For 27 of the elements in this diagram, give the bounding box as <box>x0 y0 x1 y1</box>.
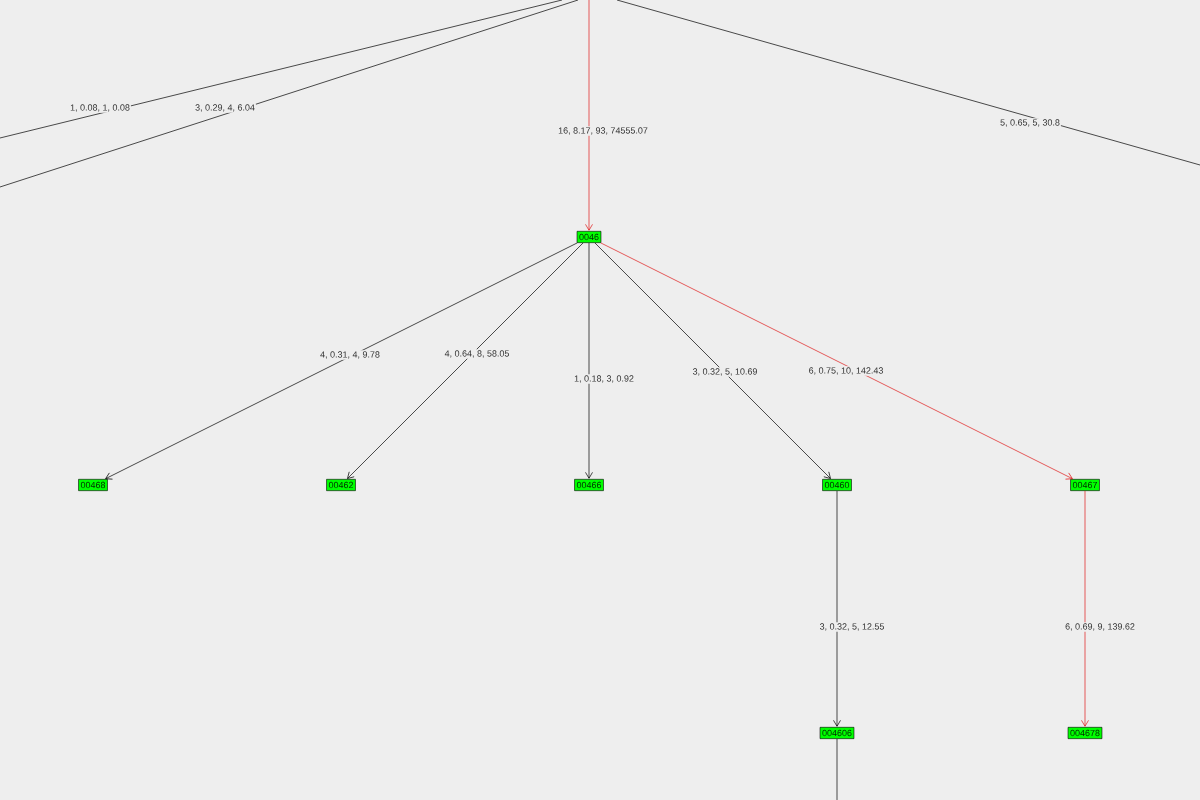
arrow <box>1081 490 1089 727</box>
edge-label: 6, 0.69, 9, 139.62 <box>1064 622 1136 632</box>
arrow <box>585 0 593 231</box>
node-box: 004678 <box>1067 727 1103 739</box>
arrow <box>347 242 584 479</box>
edge-label: 3, 0.32, 5, 10.69 <box>691 367 759 377</box>
node-box: 00460 <box>822 479 852 491</box>
edge-label: 1, 0.18, 3, 0.92 <box>573 374 635 384</box>
node-box: 0046 <box>576 231 602 243</box>
arrow <box>833 490 841 727</box>
line-label: 3, 0.29, 4, 6.04 <box>194 103 256 113</box>
arrow <box>600 242 1073 480</box>
arrow <box>585 242 593 479</box>
edge-label: 6, 0.75, 10, 142.43 <box>807 366 885 376</box>
node-box: 004606 <box>819 727 855 739</box>
node-box: 00466 <box>574 479 604 491</box>
edge-label: 4, 0.31, 4, 9.78 <box>319 350 381 360</box>
node-box: 00462 <box>326 479 356 491</box>
line-label: 5, 0.65, 5, 30.8 <box>999 118 1061 128</box>
line-label: 1, 0.08, 1, 0.08 <box>69 103 131 113</box>
edge-label: 4, 0.64, 8, 58.05 <box>443 349 511 359</box>
node-box: 00467 <box>1070 479 1100 491</box>
edge-label: 16, 8.17, 93, 74555.07 <box>557 126 649 136</box>
arrow <box>594 242 831 479</box>
edge-label: 3, 0.32, 5, 12.55 <box>818 622 886 632</box>
node-box: 00468 <box>78 479 108 491</box>
arrow <box>105 242 578 480</box>
